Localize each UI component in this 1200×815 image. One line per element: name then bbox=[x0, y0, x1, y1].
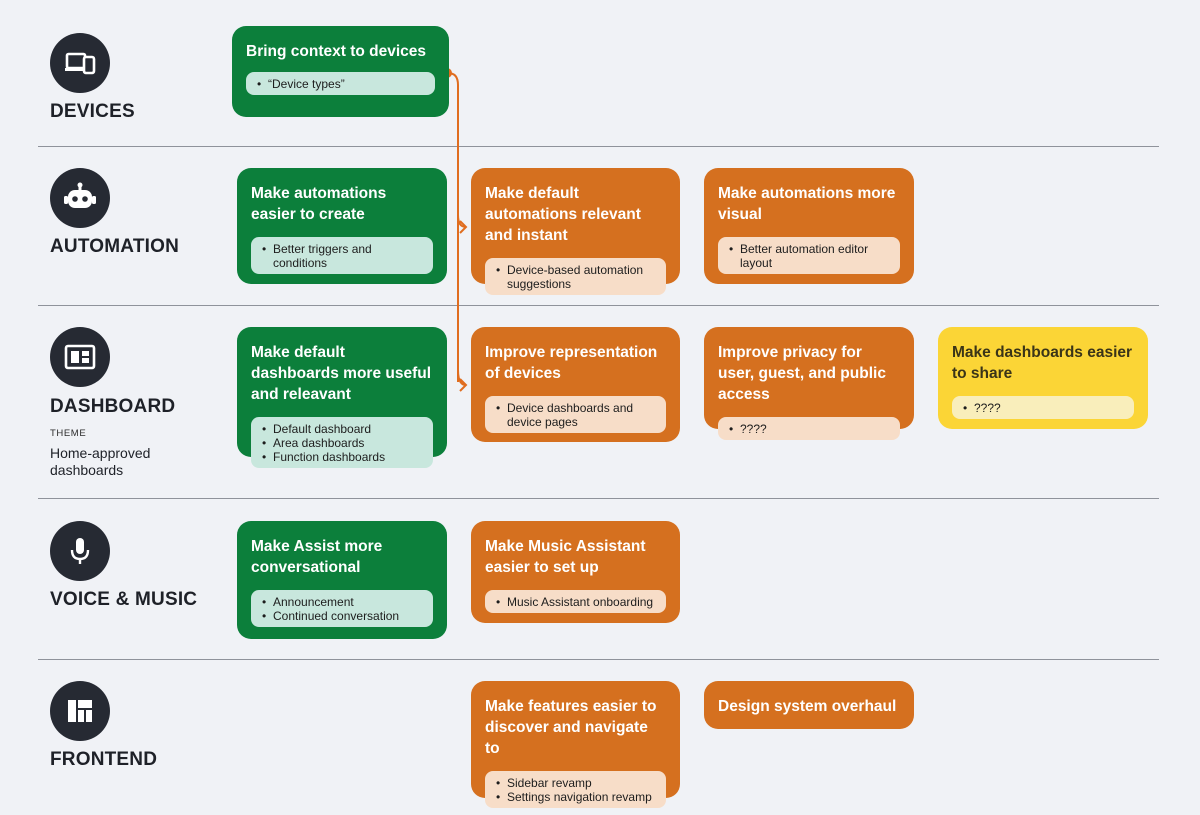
card-title: Make Music Assistant easier to set up bbox=[485, 538, 646, 576]
card-title: Improve privacy for user, guest, and pub… bbox=[718, 344, 886, 403]
list-item: Sidebar revamp bbox=[495, 776, 656, 790]
card-design-system-overhaul[interactable]: Design system overhaul bbox=[704, 681, 914, 729]
list-item: Area dashboards bbox=[261, 436, 423, 450]
card-items: Default dashboard Area dashboards Functi… bbox=[251, 417, 433, 468]
card-title: Make automations more visual bbox=[718, 185, 896, 223]
card-items: ???? bbox=[952, 396, 1134, 419]
card-dashboards-easier-to-share[interactable]: Make dashboards easier to share ???? bbox=[938, 327, 1148, 429]
automation-section-icon bbox=[50, 168, 110, 228]
dashboard-section-icon bbox=[50, 327, 110, 387]
devices-icon bbox=[65, 52, 96, 75]
devices-section-icon bbox=[50, 33, 110, 93]
card-items: Announcement Continued conversation bbox=[251, 590, 433, 627]
card-default-dashboards-useful[interactable]: Make default dashboards more useful and … bbox=[237, 327, 447, 468]
card-title: Make default automations relevant and in… bbox=[485, 185, 641, 244]
frontend-title: FRONTEND bbox=[50, 749, 158, 770]
card-title: Make default dashboards more useful and … bbox=[251, 344, 432, 403]
card-title: Make Assist more conversational bbox=[251, 538, 383, 576]
card-music-assistant-setup[interactable]: Make Music Assistant easier to set up Mu… bbox=[471, 521, 680, 623]
card-title: Design system overhaul bbox=[718, 698, 897, 715]
card-make-automations-easier[interactable]: Make automations easier to create Better… bbox=[237, 168, 447, 284]
card-items: Device dashboards and device pages bbox=[485, 396, 666, 433]
list-item: “Device types” bbox=[256, 77, 425, 91]
list-item: Continued conversation bbox=[261, 609, 423, 623]
card-items: Sidebar revamp Settings navigation revam… bbox=[485, 771, 666, 808]
card-improve-representation-devices[interactable]: Improve representation of devices Device… bbox=[471, 327, 680, 442]
card-title: Make automations easier to create bbox=[251, 185, 387, 223]
card-items: Music Assistant onboarding bbox=[485, 590, 666, 613]
card-items: Better triggers and conditions bbox=[251, 237, 433, 274]
card-title: Improve representation of devices bbox=[485, 344, 658, 382]
dashboard-icon bbox=[64, 344, 96, 370]
list-item: Settings navigation revamp bbox=[495, 790, 656, 804]
list-item: Better automation editor layout bbox=[728, 242, 890, 270]
divider-devices-automation bbox=[38, 146, 1159, 147]
dashboard-title: DASHBOARD bbox=[50, 396, 176, 417]
list-item: Better triggers and conditions bbox=[261, 242, 423, 270]
layout-icon bbox=[68, 700, 92, 722]
list-item: Announcement bbox=[261, 595, 423, 609]
theme-value: Home-approved dashboards bbox=[50, 445, 151, 478]
list-item: ???? bbox=[962, 401, 1124, 415]
card-improve-privacy[interactable]: Improve privacy for user, guest, and pub… bbox=[704, 327, 914, 440]
divider-dashboard-voice bbox=[38, 498, 1159, 499]
card-title: Bring context to devices bbox=[246, 43, 427, 60]
list-item: Music Assistant onboarding bbox=[495, 595, 656, 609]
divider-voice-frontend bbox=[38, 659, 1159, 660]
card-bring-context-to-devices[interactable]: Bring context to devices “Device types” bbox=[232, 26, 449, 117]
microphone-icon bbox=[70, 538, 90, 564]
divider-automation-dashboard bbox=[38, 305, 1159, 306]
frontend-section-icon bbox=[50, 681, 110, 741]
list-item: Default dashboard bbox=[261, 422, 423, 436]
automation-title: AUTOMATION bbox=[50, 236, 180, 257]
card-features-discover-navigate[interactable]: Make features easier to discover and nav… bbox=[471, 681, 680, 808]
list-item: Function dashboards bbox=[261, 450, 423, 464]
robot-icon bbox=[64, 182, 96, 208]
list-item: Device-based automation suggestions bbox=[495, 263, 656, 291]
card-assist-conversational[interactable]: Make Assist more conversational Announce… bbox=[237, 521, 447, 639]
list-item: ???? bbox=[728, 422, 890, 436]
devices-title: DEVICES bbox=[50, 101, 135, 122]
voice-music-title: VOICE & MUSIC bbox=[50, 589, 198, 610]
card-items: “Device types” bbox=[246, 72, 435, 95]
card-automations-more-visual[interactable]: Make automations more visual Better auto… bbox=[704, 168, 914, 284]
theme-label: THEME bbox=[50, 428, 87, 439]
card-items: Better automation editor layout bbox=[718, 237, 900, 274]
card-default-automations-relevant[interactable]: Make default automations relevant and in… bbox=[471, 168, 680, 295]
card-title: Make dashboards easier to share bbox=[952, 344, 1133, 382]
card-items: Device-based automation suggestions bbox=[485, 258, 666, 295]
list-item: Device dashboards and device pages bbox=[495, 401, 656, 429]
card-title: Make features easier to discover and nav… bbox=[485, 698, 657, 757]
voice-music-section-icon bbox=[50, 521, 110, 581]
card-items: ???? bbox=[718, 417, 900, 440]
